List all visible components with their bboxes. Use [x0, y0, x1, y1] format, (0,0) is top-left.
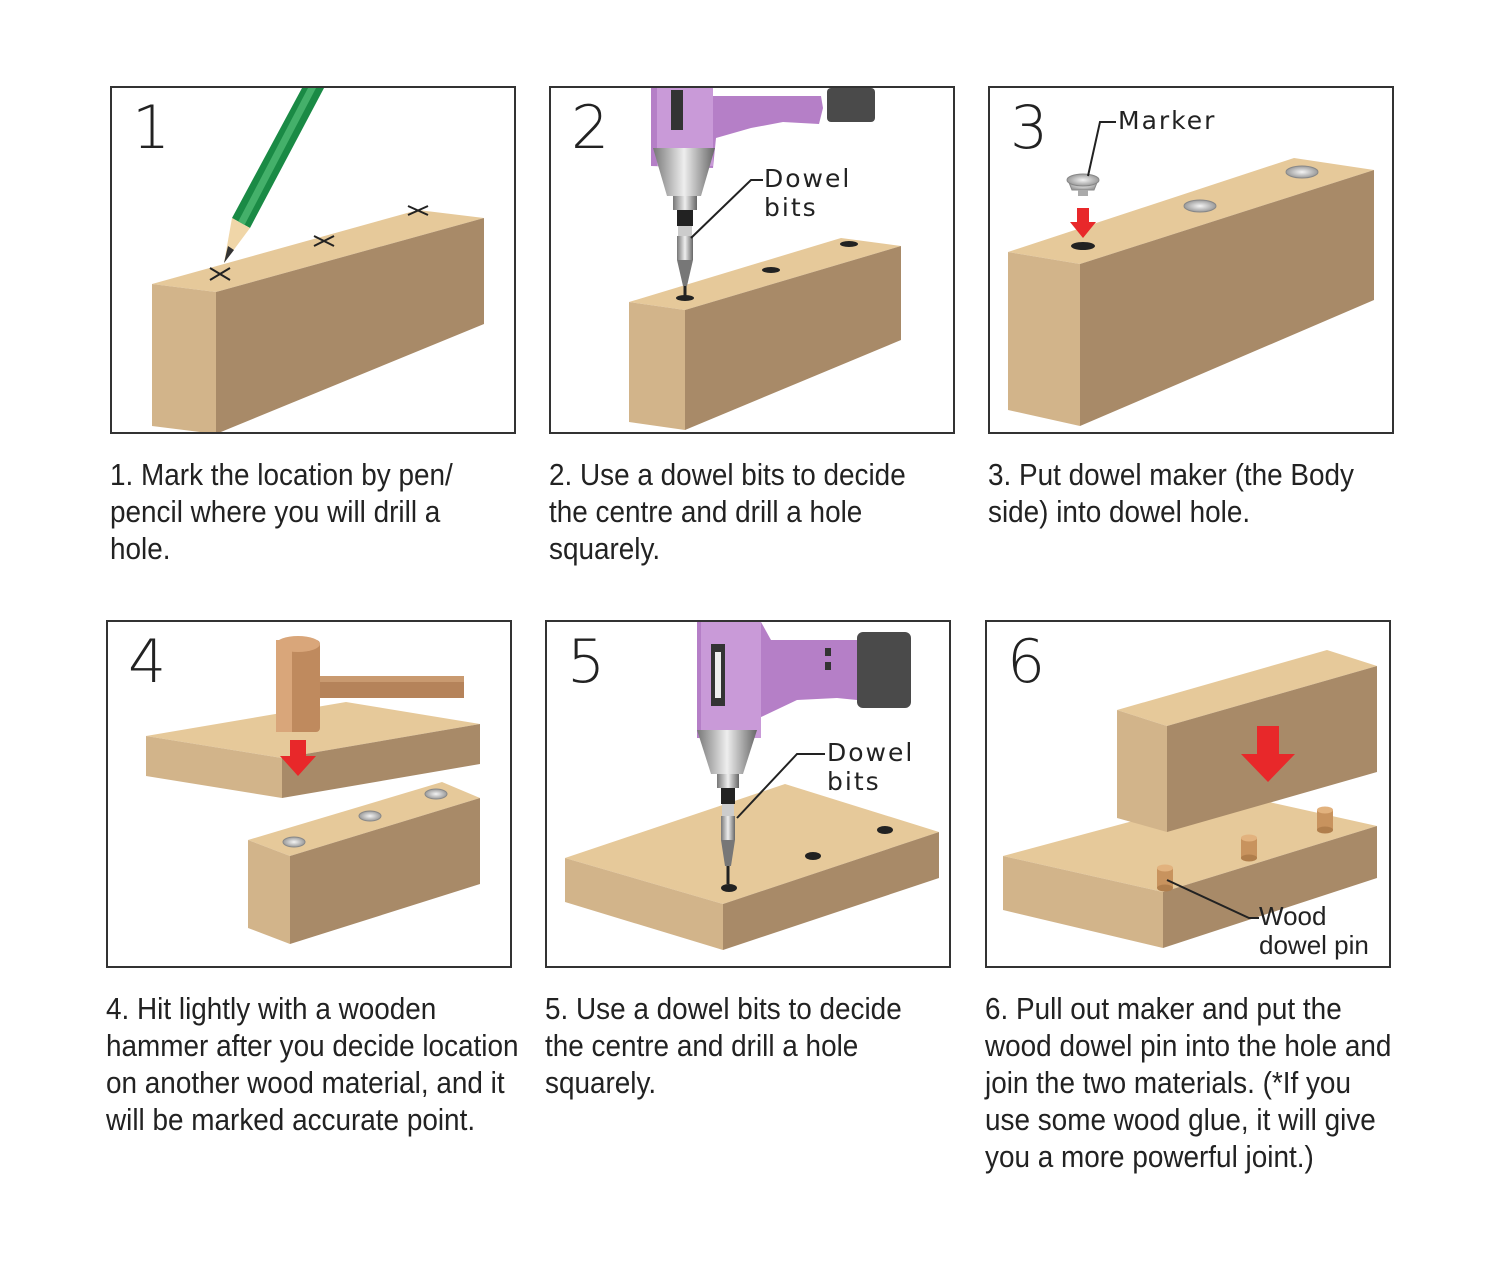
step-1-illustration [152, 88, 484, 432]
block-front [216, 218, 484, 432]
step-3-panel: 3 Marker [988, 86, 1394, 434]
base-board-top [1003, 794, 1377, 892]
lower-board-side [248, 840, 290, 944]
block-front [685, 246, 901, 430]
base-board-side [1003, 856, 1163, 948]
hole-mark [721, 826, 893, 892]
callout-line [1087, 121, 1116, 177]
dowel-marker-icon [282, 788, 448, 848]
step-5-panel: 5 Dowel bits [545, 620, 951, 968]
board-top [565, 784, 939, 904]
board-side [565, 858, 723, 950]
step-1-panel: 1 [110, 86, 516, 434]
dowel-bits-label: Dowel bits [764, 164, 852, 222]
step-4-panel: 4 [106, 620, 512, 968]
lower-board-front [290, 798, 480, 944]
step-number: 1 [132, 93, 171, 163]
step-number: 3 [1010, 93, 1049, 163]
dowel-bits-label: Dowel bits [827, 738, 915, 796]
step-4-caption: 4. Hit lightly with a wooden hammer afte… [106, 991, 519, 1137]
callout-line [736, 753, 825, 819]
step-6-panel: 6 Wood dowel pin [985, 620, 1391, 968]
upper-board-front [282, 724, 480, 798]
hole-mark [1071, 242, 1095, 250]
down-arrow-icon [280, 740, 316, 776]
upper-board-side [146, 736, 282, 798]
block-front [1080, 170, 1374, 426]
callout-line [1166, 879, 1259, 919]
step-number: 4 [128, 627, 167, 697]
wood-dowel-pin-icon [1157, 806, 1333, 892]
step-4-illustration [146, 636, 480, 944]
top-block-side [1117, 710, 1167, 832]
base-board-front [1163, 826, 1377, 948]
step-5-illustration [565, 622, 939, 950]
step-1-caption: 1. Mark the location by pen/ pencil wher… [110, 457, 453, 566]
marker-icon [1066, 173, 1100, 196]
block-side [1008, 252, 1080, 426]
wood-dowel-pin-label: Wood dowel pin [1259, 901, 1369, 960]
callout-line [690, 179, 763, 239]
step-number: 2 [571, 93, 610, 163]
block-side [152, 284, 216, 432]
board-front [723, 832, 939, 950]
top-block-top [1117, 650, 1377, 726]
step-2-panel: 2 Dowel bits [549, 86, 955, 434]
hammer-icon [276, 636, 464, 732]
down-arrow-icon [1241, 726, 1295, 782]
drill-icon [697, 622, 911, 884]
step-number: 5 [567, 627, 606, 697]
step-3-illustration [1008, 121, 1374, 426]
step-2-illustration [629, 88, 901, 430]
drill-icon [651, 88, 875, 300]
block-side [629, 302, 685, 430]
step-6-caption: 6. Pull out maker and put the wood dowel… [985, 991, 1392, 1174]
step-2-caption: 2. Use a dowel bits to decide the centre… [549, 457, 906, 566]
block-top [152, 210, 484, 292]
pencil-icon [224, 88, 324, 263]
step-3-caption: 3. Put dowel maker (the Body side) into … [988, 457, 1354, 529]
dowel-marker-icon [1183, 165, 1319, 213]
step-number: 6 [1007, 627, 1046, 697]
step-5-caption: 5. Use a dowel bits to decide the centre… [545, 991, 902, 1100]
marker-label: Marker [1118, 106, 1217, 135]
block-top [629, 238, 901, 310]
down-arrow-icon [1070, 208, 1096, 238]
step-6-illustration [1003, 650, 1377, 948]
x-mark [209, 205, 429, 281]
